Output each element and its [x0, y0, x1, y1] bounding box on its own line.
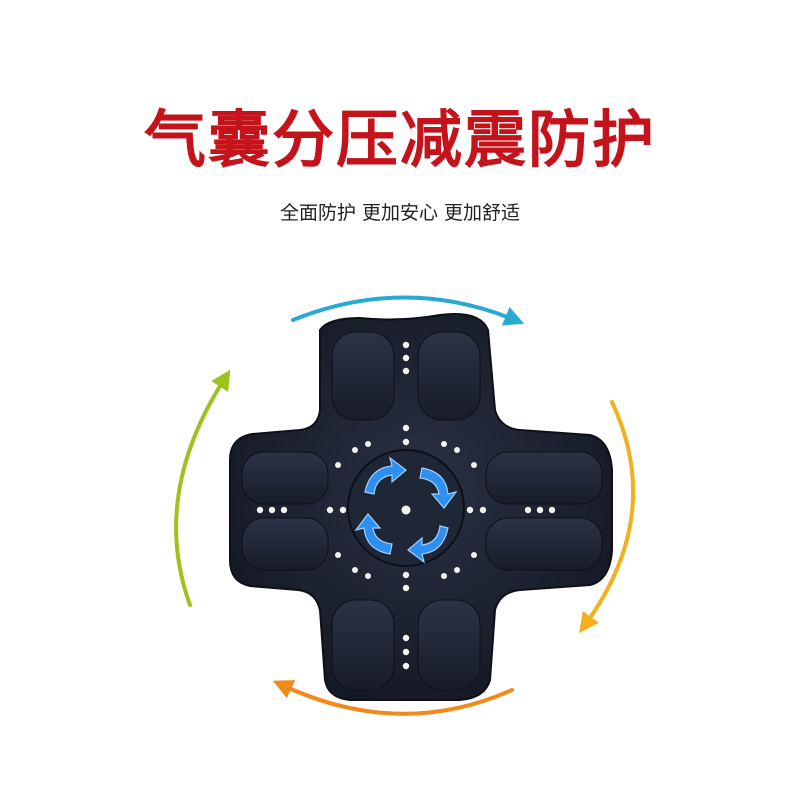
- circulation-arrow-icon: [407, 525, 449, 564]
- top-rotation-arrow: [291, 295, 525, 326]
- cushion-cell: [331, 599, 395, 691]
- center-circulation-arrows: [354, 456, 458, 564]
- cushion-cell: [485, 451, 603, 505]
- cushion-cell: [241, 517, 329, 571]
- circulation-arrow-icon: [354, 513, 393, 555]
- vent-holes: [256, 341, 556, 670]
- subline: 全面防护 更加安心 更加舒适: [279, 202, 521, 224]
- bottom-rotation-arrow: [272, 680, 514, 716]
- cushion-cell: [485, 517, 603, 571]
- circulation-arrow-icon: [419, 467, 458, 509]
- cushion-cells: [241, 331, 603, 691]
- cushion-cell: [331, 331, 395, 421]
- circulation-arrow-icon: [364, 456, 407, 495]
- cushion-cell: [417, 331, 481, 421]
- cushion-cell: [241, 451, 329, 505]
- product-figure-svg: [174, 295, 636, 716]
- headline: 气囊分压减震防护: [143, 103, 656, 176]
- right-rotation-arrow: [579, 400, 636, 634]
- left-rotation-arrow: [174, 369, 231, 607]
- cushion-cell: [417, 599, 481, 691]
- product-figure: [160, 270, 640, 750]
